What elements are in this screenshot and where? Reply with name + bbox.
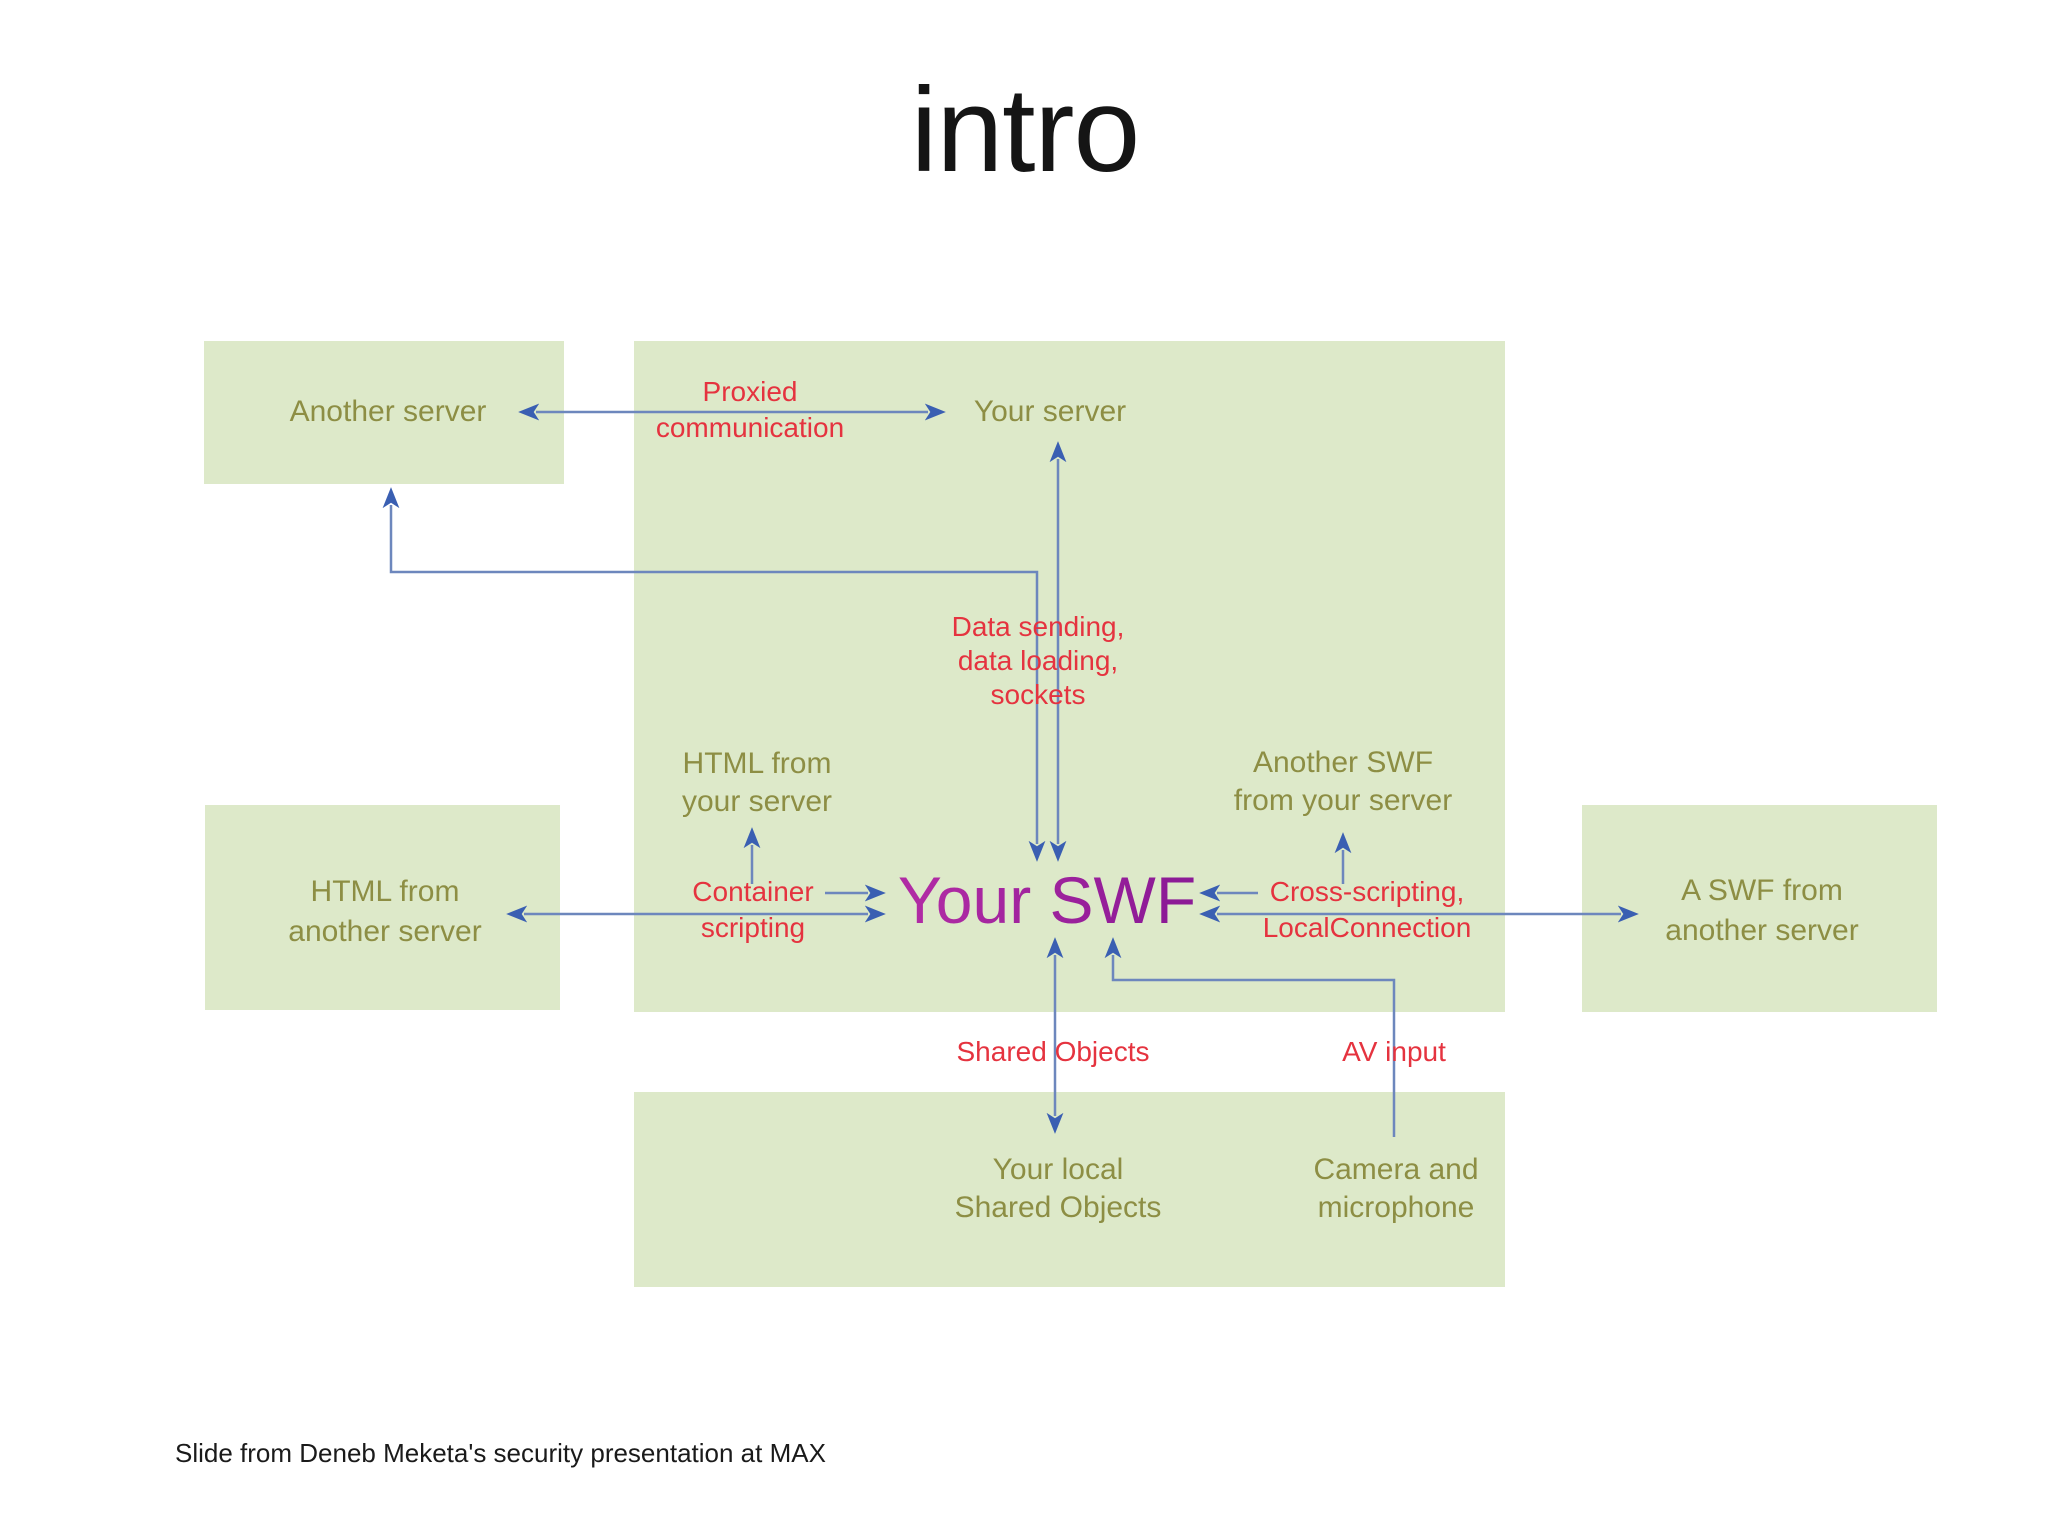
node-your-local-shared-objects: Your local Shared Objects: [954, 1153, 1162, 1224]
box-a-swf-another-server: [1582, 805, 1937, 1012]
node-html-from-another-server: HTML from another server: [288, 875, 482, 948]
node-a-swf-from-another-server: A SWF from another server: [1665, 874, 1859, 947]
edge-label-data-sending: Data sending, data loading, sockets: [951, 611, 1125, 710]
box-another-server: [204, 341, 564, 484]
arrow-av-input: [1104, 937, 1396, 1137]
edge-label-shared-objects: Shared Objects: [956, 1036, 1150, 1067]
edge-label-cross-scripting: Cross-scripting, LocalConnection: [1262, 876, 1472, 943]
edge-label-av-input: AV input: [1342, 1036, 1446, 1067]
node-your-swf: Your SWF: [897, 863, 1197, 937]
node-camera-and-microphone: Camera and microphone: [1313, 1153, 1479, 1224]
edge-label-container-scripting: Container scripting: [692, 876, 814, 943]
slide-title: intro: [910, 63, 1140, 197]
node-html-from-your-server: HTML from your server: [681, 747, 833, 818]
footer-credit: Slide from Deneb Meketa's security prese…: [175, 1438, 826, 1468]
node-another-server: Another server: [289, 395, 487, 428]
arrow-another-server-your-swf: [382, 487, 1046, 862]
node-another-swf-from-your-server: Another SWF from your server: [1233, 746, 1453, 817]
box-local-devices: [634, 1092, 1505, 1287]
node-your-server: Your server: [973, 395, 1127, 428]
edge-label-proxied-communication: Proxied communication: [655, 376, 845, 443]
